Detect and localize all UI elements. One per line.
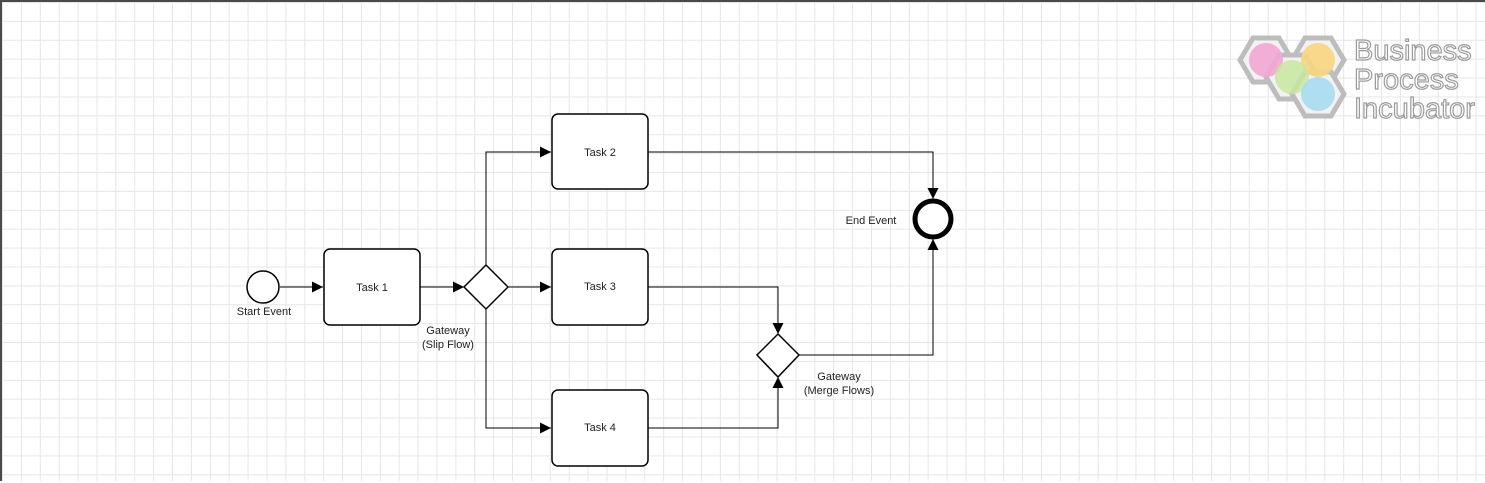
task3-box[interactable]: Task 3 [551, 248, 649, 326]
task4-box[interactable]: Task 4 [551, 389, 649, 467]
business-process-incubator-logo: Business Process Incubator [1237, 34, 1476, 126]
merge-gateway-label-line1: Gateway [817, 371, 861, 383]
merge-gateway[interactable] [755, 332, 801, 379]
task3-label: Task 3 [584, 281, 616, 293]
merge-gateway-label-line2: (Merge Flows) [804, 385, 874, 397]
task1-label: Task 1 [356, 282, 388, 294]
task2-label: Task 2 [584, 147, 616, 159]
flow-task2-to-end[interactable] [648, 151, 939, 199]
logo-text-line3: Incubator [1354, 93, 1475, 125]
end-event-label: End Event [846, 215, 897, 227]
flow-merge-to-end[interactable] [799, 239, 939, 356]
task1-box[interactable]: Task 1 [323, 248, 421, 326]
end-event[interactable] [912, 198, 954, 240]
flow-task4-to-merge[interactable] [648, 377, 784, 429]
logo-text-line1: Business [1354, 35, 1472, 67]
split-gateway-label-line1: Gateway [426, 325, 470, 337]
logo-text-line2: Process [1354, 64, 1459, 96]
split-gateway[interactable] [462, 263, 510, 311]
hexagon-cluster-icon [1237, 35, 1347, 119]
start-event-label: Start Event [237, 306, 291, 318]
flow-task3-to-merge[interactable] [648, 286, 784, 334]
task4-label: Task 4 [584, 422, 616, 434]
flow-split-to-task4[interactable] [485, 309, 551, 434]
task2-box[interactable]: Task 2 [551, 113, 649, 190]
start-event[interactable] [246, 270, 280, 304]
split-gateway-label-line2: (Slip Flow) [422, 339, 474, 351]
flow-split-to-task2[interactable] [485, 146, 551, 265]
